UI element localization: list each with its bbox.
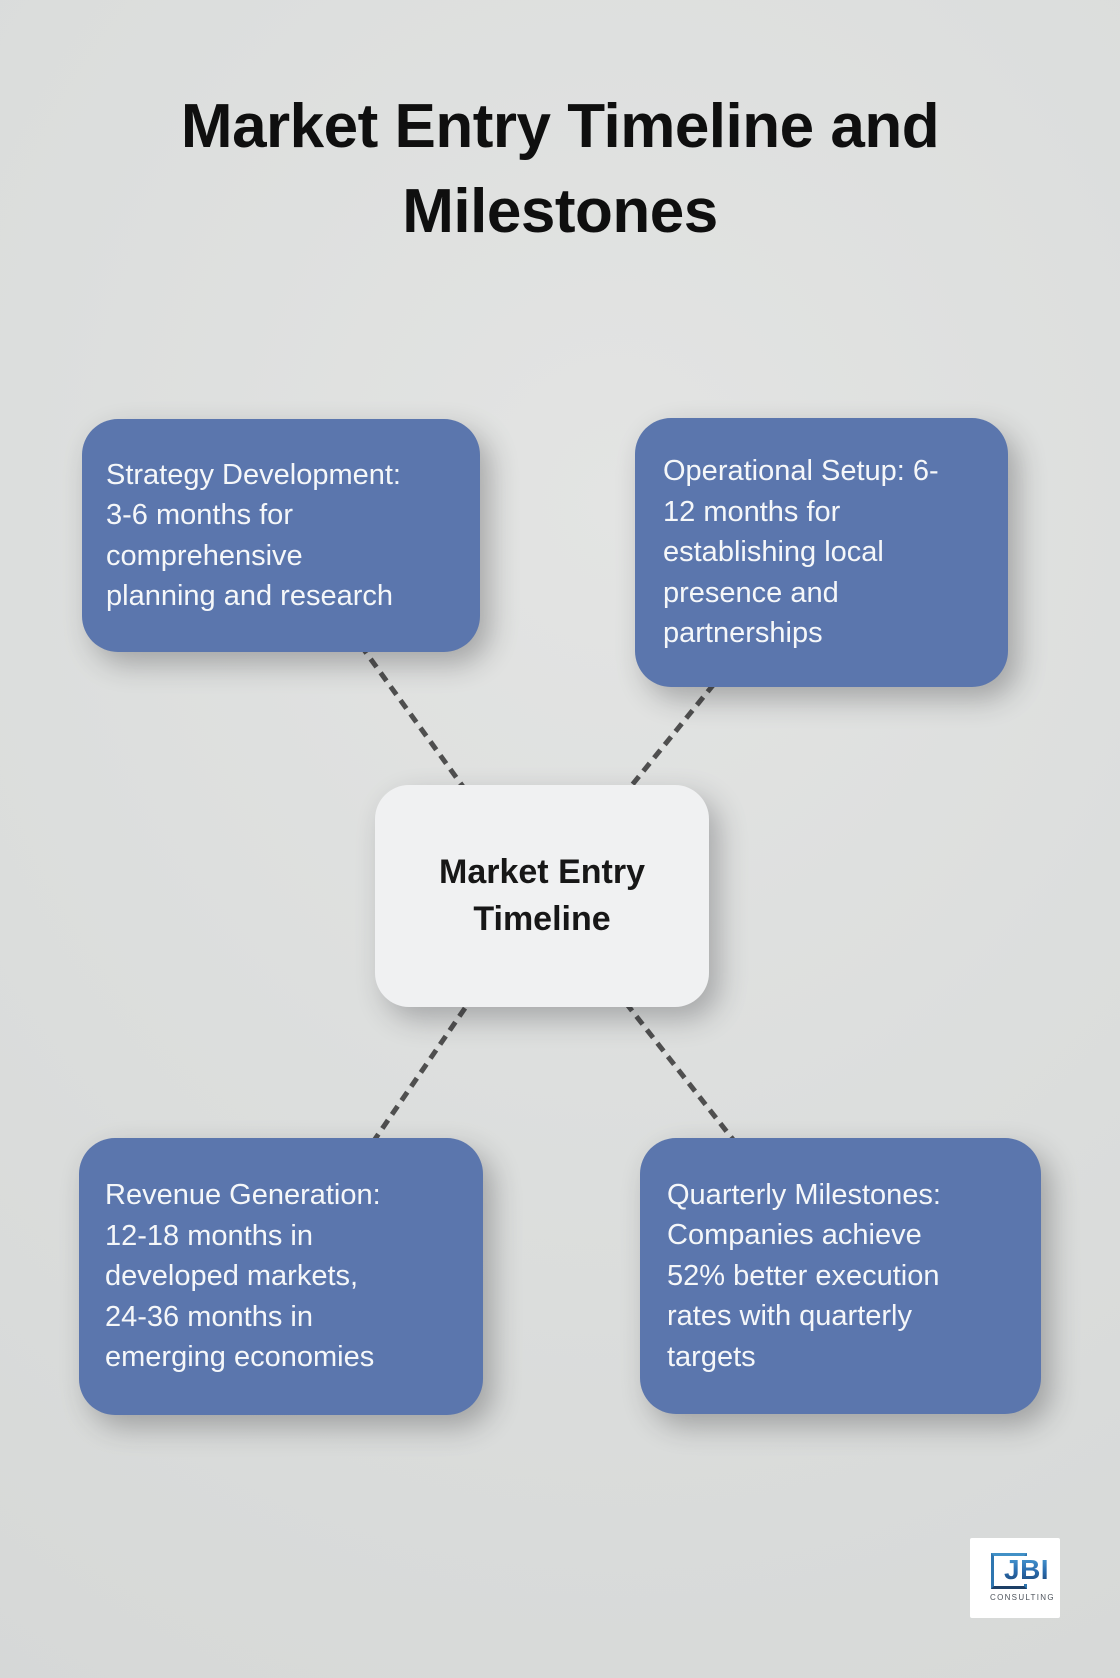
jbi-logo-brand: JBI bbox=[1004, 1554, 1050, 1585]
node-text: Strategy Development: 3-6 months for com… bbox=[106, 458, 401, 613]
jbi-consulting-logo: JBI CONSULTING bbox=[970, 1538, 1060, 1618]
page-title: Market Entry Timeline and Milestones bbox=[180, 92, 940, 246]
node-text: Operational Setup: 6- 12 months for esta… bbox=[663, 455, 939, 650]
node-revenue-generation: Revenue Generation: 12-18 months in deve… bbox=[79, 1138, 483, 1415]
node-operational-setup: Operational Setup: 6- 12 months for esta… bbox=[635, 418, 1008, 687]
connector-center-to-bottom-right bbox=[540, 894, 842, 1278]
node-text: Revenue Generation: 12-18 months in deve… bbox=[105, 1179, 381, 1374]
center-node-market-entry-timeline: Market Entry Timeline bbox=[375, 785, 709, 1007]
node-text: Quarterly Milestones: Companies achieve … bbox=[667, 1178, 941, 1373]
jbi-logo-subtitle: CONSULTING bbox=[990, 1593, 1055, 1602]
center-node-label: Market Entry Timeline bbox=[439, 853, 645, 938]
node-quarterly-milestones: Quarterly Milestones: Companies achieve … bbox=[640, 1138, 1041, 1414]
node-strategy-development: Strategy Development: 3-6 months for com… bbox=[82, 419, 480, 652]
